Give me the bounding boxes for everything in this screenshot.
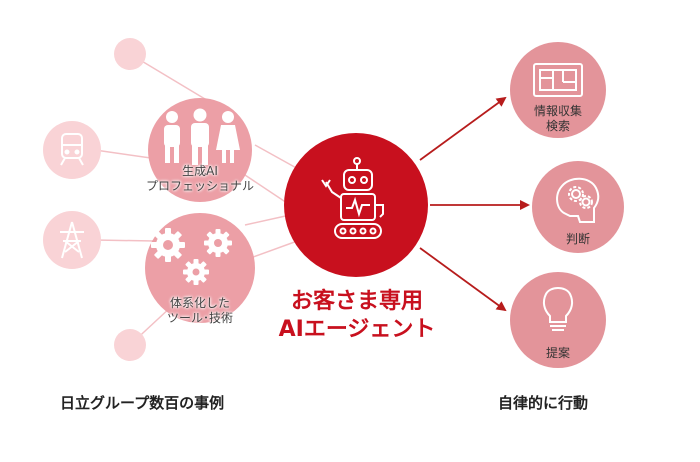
agent-title-line2: AIエージェント	[278, 317, 436, 342]
agent-title: お客さま専用 AIエージェント	[252, 288, 462, 344]
connector-tools-center	[244, 214, 291, 226]
judge-label-line1: 判断	[565, 232, 590, 246]
judge-node-label: 判断	[548, 232, 608, 247]
judge-node	[532, 161, 624, 253]
people-icon	[164, 108, 240, 165]
genai-label-line2: プロフェッショナル	[145, 179, 254, 193]
power-tower-icon	[60, 221, 84, 259]
brain-gears-icon	[556, 177, 600, 223]
propose-node-label: 提案	[528, 346, 588, 361]
tools-label-line1: 体系化した	[169, 296, 230, 310]
lightbulb-icon	[542, 287, 574, 331]
tools-node-label: 体系化した ツール･技術	[145, 296, 255, 326]
train-node	[43, 121, 101, 179]
tools-label-line2: ツール･技術	[166, 311, 233, 325]
arrow-to-info	[419, 96, 507, 161]
genai-node-label: 生成AI プロフェッショナル	[140, 164, 260, 194]
info-label-line1: 情報収集	[533, 104, 582, 118]
connector-tools-center-2	[244, 239, 301, 261]
output-arrows	[419, 96, 530, 312]
layout-icon	[533, 63, 583, 97]
genai-label-line1: 生成AI	[182, 164, 218, 178]
left-caption: 日立グループ数百の事例	[60, 394, 225, 412]
propose-label-line1: 提案	[545, 346, 570, 360]
genai-node	[148, 98, 252, 202]
faint-dot-top	[114, 38, 146, 70]
gears-icon	[151, 228, 232, 285]
agent-title-line1: お客さま専用	[290, 289, 423, 314]
train-icon	[60, 133, 84, 166]
info-node-label: 情報収集 検索	[518, 104, 598, 134]
faint-dot-bottom	[114, 329, 146, 361]
right-caption: 自律的に行動	[498, 394, 589, 412]
arrow-to-propose	[419, 247, 507, 312]
connector-genai-center	[254, 144, 301, 171]
info-label-line2: 検索	[545, 119, 570, 133]
connector-top-dot	[129, 53, 216, 106]
robot-icon	[321, 157, 384, 239]
connector-genai-center-2	[244, 174, 291, 206]
propose-node	[510, 272, 606, 368]
